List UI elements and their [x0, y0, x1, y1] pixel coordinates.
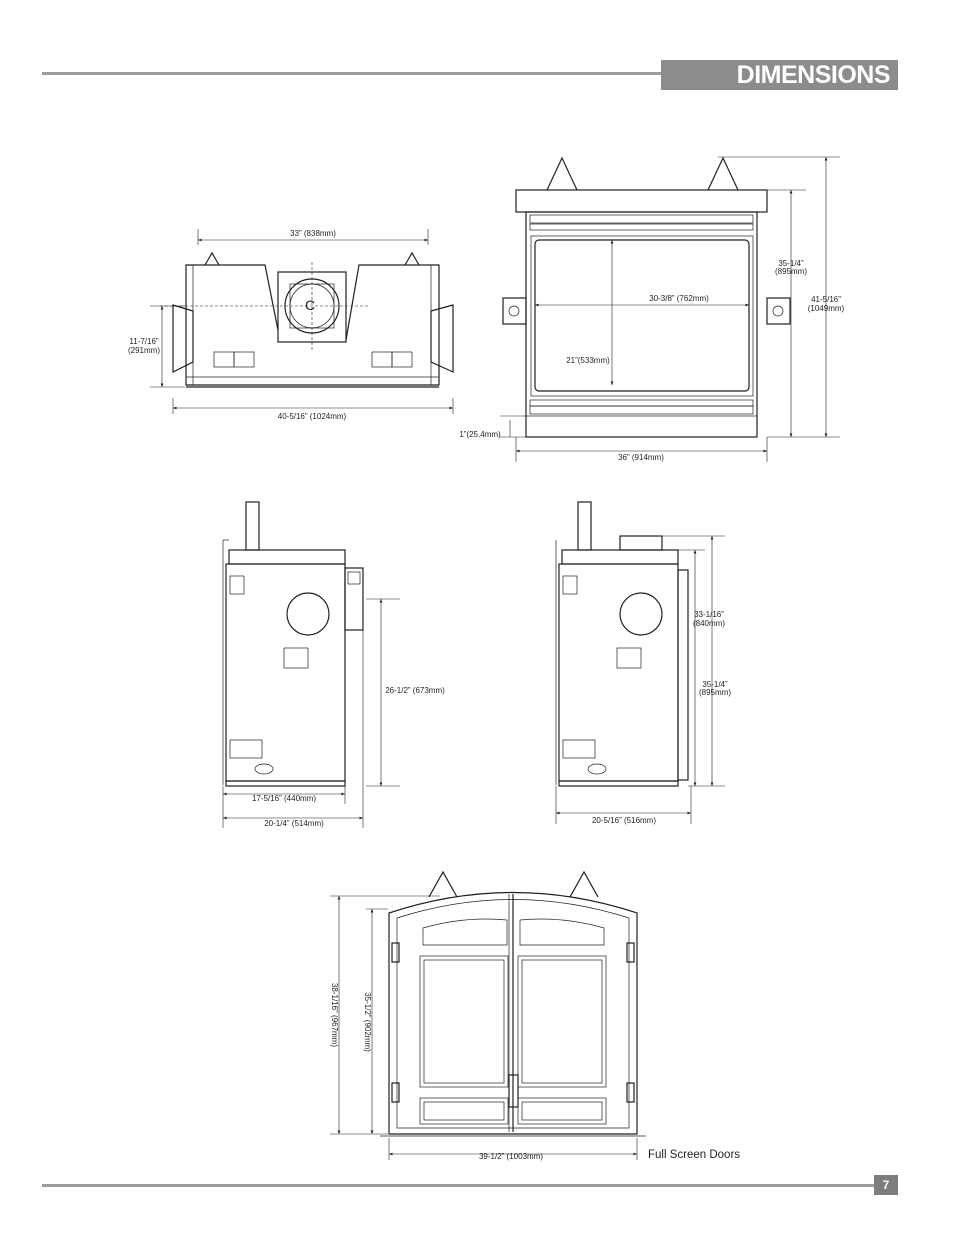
page-number: 7	[874, 1175, 898, 1195]
header-tab	[661, 60, 898, 90]
svg-text:C: C	[305, 297, 315, 313]
front-height-inner-label: 35-1/4”	[778, 259, 804, 268]
front-opening-width-label: 30-3/8” (762mm)	[649, 294, 709, 303]
left-depth-inner-label: 17-5/16” (440mm)	[252, 794, 316, 803]
footer-rule	[42, 1184, 874, 1187]
doors-caption: Full Screen Doors	[648, 1149, 741, 1161]
right-height-outer-mm-label: (895mm)	[699, 688, 731, 697]
right-depth-label: 20-5/16” (516mm)	[592, 816, 656, 825]
front-width-label: 36” (914mm)	[618, 453, 664, 462]
doors-view-diagram	[330, 870, 646, 1160]
right-height-outer-label: 35-1/4”	[702, 680, 728, 689]
right-height-inner-label: 33-1/16”	[694, 610, 724, 619]
right-height-inner-mm-label: (840mm)	[693, 619, 725, 628]
doors-height-inner-label: 35-1/2” (902mm)	[363, 992, 372, 1052]
front-opening-height-label: 21”(533mm)	[566, 356, 610, 365]
left-vent-height-label: 26-1/2” (673mm)	[385, 686, 445, 695]
side-view-left-diagram	[222, 501, 400, 828]
top-width-bottom-label: 40-5/16” (1024mm)	[278, 412, 347, 421]
top-depth-mm-label: (291mm)	[128, 346, 160, 355]
front-view-diagram	[500, 156, 840, 462]
top-width-label: 33” (838mm)	[290, 229, 336, 238]
page-title: DIMENSIONS	[736, 61, 891, 89]
header-rule	[42, 72, 662, 75]
left-depth-outer-label: 20-1/4” (514mm)	[264, 819, 324, 828]
side-view-right-diagram	[555, 501, 725, 824]
top-depth-label: 11-7/16”	[129, 337, 159, 346]
doors-height-outer-label: 38-1/16” (967mm)	[330, 983, 339, 1047]
front-height-inner-mm-label: (895mm)	[775, 267, 807, 276]
front-height-outer-mm-label: (1049mm)	[808, 304, 845, 313]
front-height-outer-label: 41-5/16”	[811, 295, 841, 304]
front-base-offset-label: 1”(25.4mm)	[459, 430, 501, 439]
top-view-diagram: C	[150, 229, 454, 414]
doors-width-label: 39-1/2” (1003mm)	[479, 1152, 543, 1161]
